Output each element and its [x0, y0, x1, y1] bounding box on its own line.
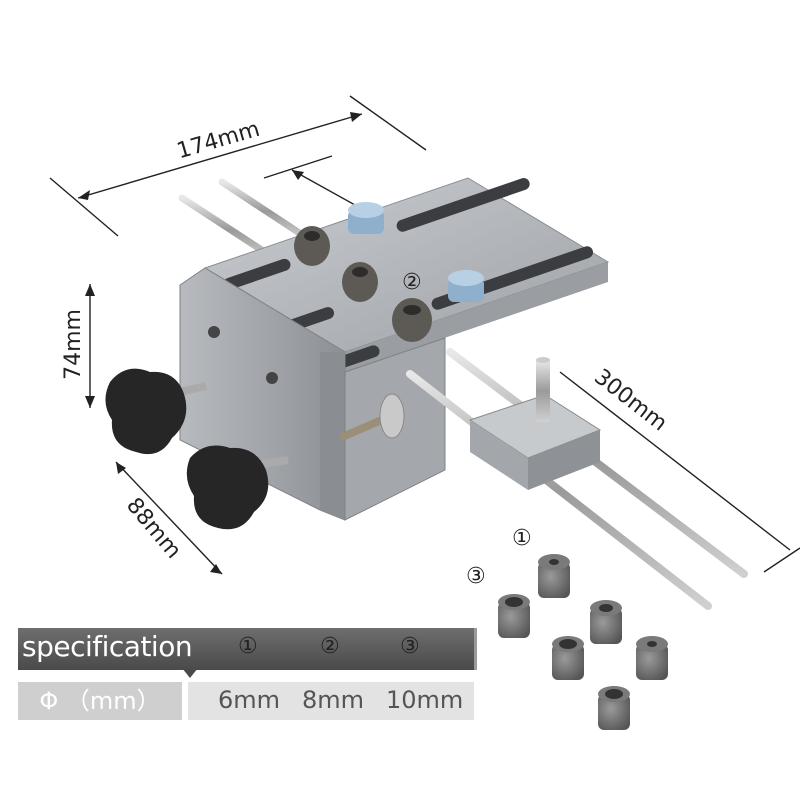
depth-stop-block	[468, 357, 602, 490]
spec-header-2: ②	[320, 634, 340, 659]
spec-value-2: 8mm	[302, 686, 365, 714]
thumb-screws	[348, 202, 484, 302]
callout-one: ①	[512, 526, 532, 551]
dimension-lines	[49, 95, 800, 575]
spec-header-3: ③	[400, 634, 420, 659]
callout-three: ③	[466, 564, 486, 589]
dimension-arrowheads	[78, 112, 362, 574]
spec-title: specification	[22, 630, 193, 663]
jig-top-plate	[203, 177, 610, 372]
height-dimension-label: 74mm	[60, 309, 86, 380]
spec-row-label: Φ （mm）	[18, 682, 182, 720]
spec-value-3: 10mm	[386, 686, 464, 714]
spec-value-1: 6mm	[218, 686, 281, 714]
clamp-assembly	[169, 382, 405, 470]
spare-bushings	[498, 554, 668, 730]
callout-two: ②	[402, 270, 422, 295]
front-guide-rods	[406, 348, 748, 610]
spec-header-1: ①	[238, 634, 258, 659]
spec-row-values-bg	[188, 682, 474, 720]
spec-header-bar	[18, 628, 477, 670]
drill-bushings	[294, 226, 432, 342]
spec-header-notch	[182, 668, 198, 678]
star-knobs	[105, 368, 269, 530]
